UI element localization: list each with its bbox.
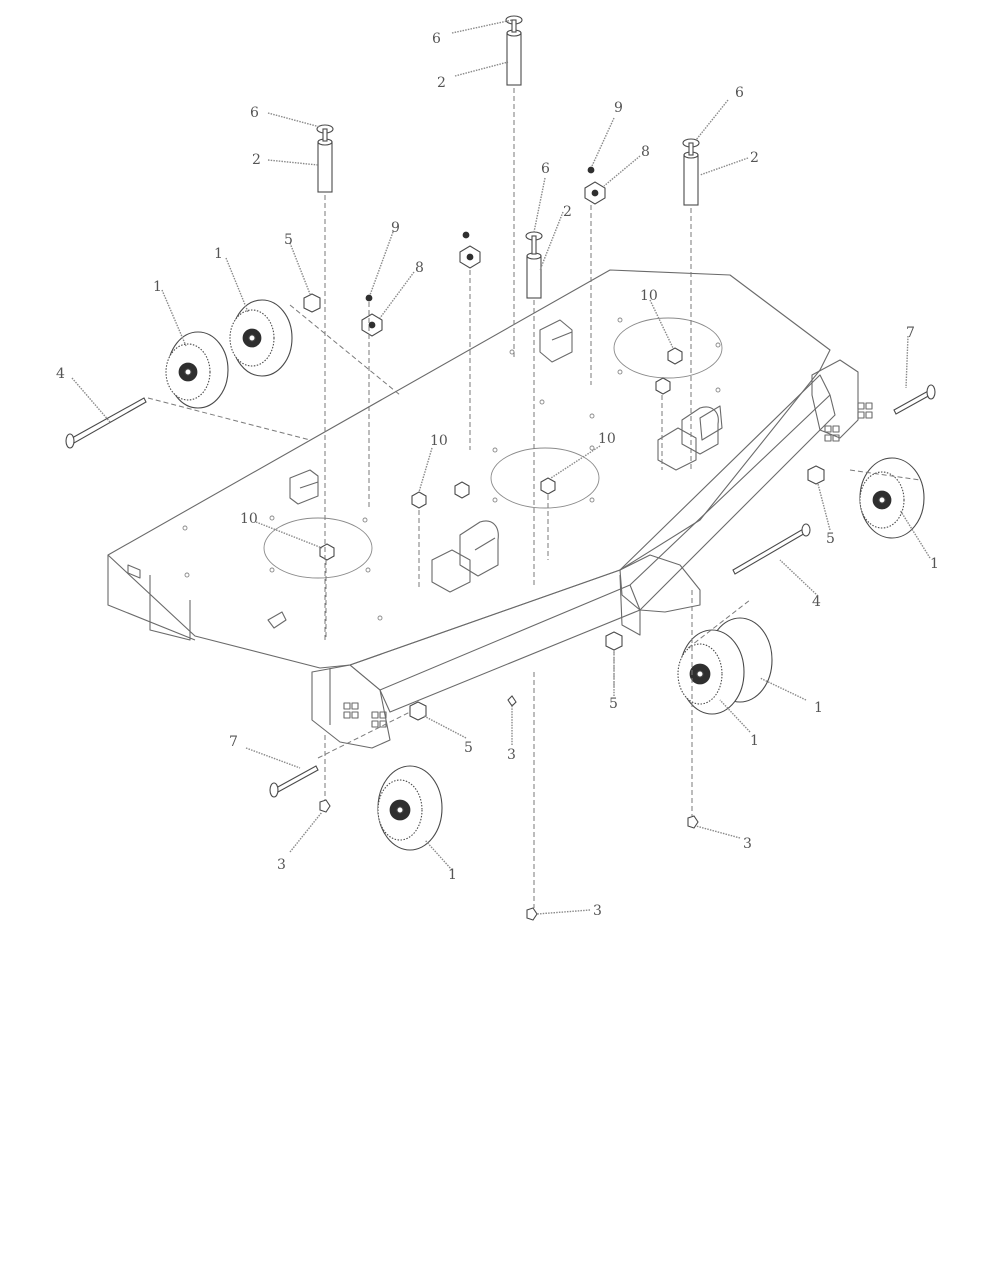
callout-2-upper-right: 2 <box>750 150 759 166</box>
callout-5-rear-left: 5 <box>464 740 473 756</box>
callout-1-upper-left-b: 1 <box>153 279 162 295</box>
callout-10-left: 10 <box>240 511 258 527</box>
callout-2-top-center: 2 <box>437 75 446 91</box>
callout-2-middle: 2 <box>563 204 572 220</box>
callout-10-center-right: 10 <box>598 431 616 447</box>
rear-channel <box>311 359 873 749</box>
callout-3-rear-center: 3 <box>507 747 516 763</box>
blade-opening-center <box>490 447 600 509</box>
bolt-long-right <box>732 523 811 575</box>
callout-10-center-left: 10 <box>430 433 448 449</box>
callout-4-right: 4 <box>812 594 821 610</box>
spacer-tube-left <box>316 124 334 193</box>
callout-7-right: 7 <box>906 325 915 341</box>
callout-labels: 6 2 6 2 6 2 9 8 6 2 9 8 5 1 1 4 10 7 10 … <box>56 31 939 919</box>
blade-opening-left <box>263 517 373 579</box>
bolt-short-right <box>893 384 936 415</box>
callout-8-upper-right: 8 <box>641 144 650 160</box>
wheel-rear-left <box>377 765 443 851</box>
callout-5-upper-left: 5 <box>284 232 293 248</box>
callout-3-bottom: 3 <box>593 903 602 919</box>
callout-3-right: 3 <box>743 836 752 852</box>
callout-5-center-rear: 5 <box>609 696 618 712</box>
wheel-right <box>859 457 925 539</box>
blade-opening-right <box>613 317 723 379</box>
spacer-tube-right <box>682 138 700 206</box>
callout-8-left: 8 <box>415 260 424 276</box>
callout-9-upper-right: 9 <box>614 100 623 116</box>
callout-6-upper-right: 6 <box>735 85 744 101</box>
spacer-tube-center <box>505 15 523 86</box>
callout-6-upper-left: 6 <box>250 105 259 121</box>
spacer-tube-mid <box>525 231 543 299</box>
callout-7-left: 7 <box>229 734 238 750</box>
hardware-small <box>303 166 825 921</box>
callout-1-upper-left-a: 1 <box>214 246 223 262</box>
callout-5-right: 5 <box>826 531 835 547</box>
wheel-upper-left-a <box>229 299 293 377</box>
leader-lines <box>71 19 931 915</box>
assembly-axis-lines <box>147 88 921 908</box>
callout-10-right: 10 <box>640 288 658 304</box>
callout-9-left: 9 <box>391 220 400 236</box>
callout-4-left: 4 <box>56 366 65 382</box>
bolt-short-left <box>269 765 319 798</box>
callout-6-middle: 6 <box>541 161 550 177</box>
callout-1-rear-left: 1 <box>448 867 457 883</box>
deck-plate <box>107 269 831 669</box>
callout-3-left: 3 <box>277 857 286 873</box>
bolt-long-left <box>65 397 147 449</box>
callout-6-top-center: 6 <box>432 31 441 47</box>
callout-2-upper-left: 2 <box>252 152 261 168</box>
callout-1-rear-right-a: 1 <box>814 700 823 716</box>
wheel-rear-right-b <box>677 629 745 715</box>
deck-brackets <box>267 319 723 629</box>
callout-1-right: 1 <box>930 556 939 572</box>
wheel-upper-left-b <box>165 331 229 409</box>
callout-1-rear-right-b: 1 <box>750 733 759 749</box>
